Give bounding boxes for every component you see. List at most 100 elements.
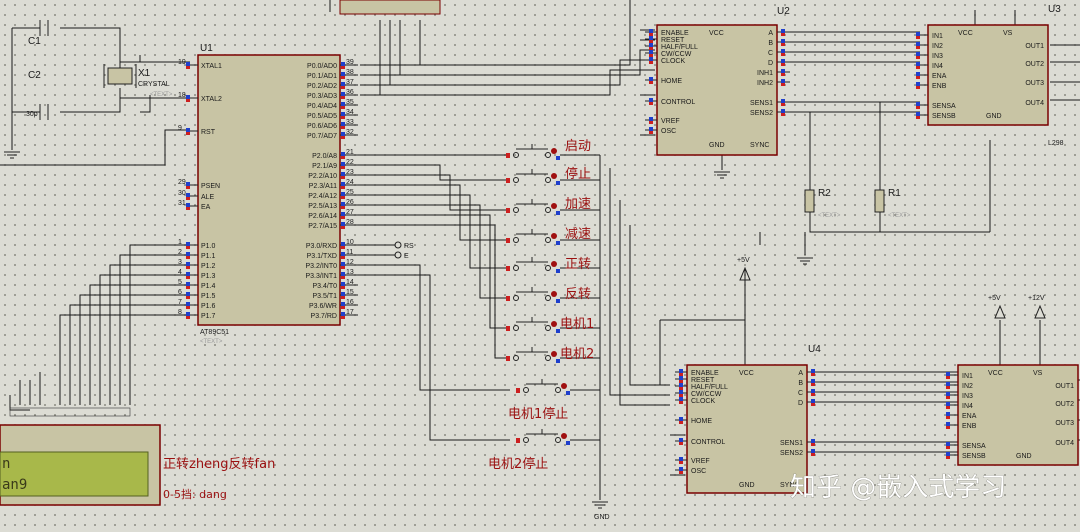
- bridge-pin-label: SENSA: [962, 443, 986, 450]
- mcu-pin-number: 4: [178, 269, 182, 276]
- bridge-pin-label: GND: [1016, 453, 1032, 460]
- bridge-pin-label: IN4: [962, 403, 973, 410]
- mcu-pin-label: P1.6: [201, 303, 216, 310]
- bridge-pin-label: VCC: [988, 370, 1003, 377]
- mcu-model: AT89C51: [200, 329, 229, 336]
- bridge-pin-label: IN3: [932, 53, 943, 60]
- push-button[interactable]: 电机2停止: [488, 429, 570, 472]
- push-button[interactable]: 反转: [506, 287, 591, 303]
- driver-pin-label: A: [768, 30, 773, 37]
- push-button[interactable]: 正转: [506, 257, 591, 273]
- capacitor-c2-ref: C2: [28, 70, 41, 81]
- driver-pin-label: SENS1: [750, 100, 773, 107]
- svg-text:<TEXT>: <TEXT>: [888, 213, 911, 219]
- push-button[interactable]: 加速: [506, 197, 591, 215]
- bridge-pin-label: SENSA: [932, 103, 956, 110]
- mcu-pin-label: P1.7: [201, 313, 216, 320]
- mcu-pin-label: P3.2/INT0: [305, 263, 337, 270]
- driver-pin-label: CONTROL: [661, 99, 695, 106]
- mcu-pin-label: P1.4: [201, 283, 216, 290]
- gnd-net-label: GND: [594, 514, 610, 521]
- crystal-ref: X1: [138, 68, 151, 79]
- capacitor-c2-value: 30p: [26, 111, 38, 118]
- mcu-pin-label: EA: [201, 204, 211, 211]
- mcu-pin-label: RST: [201, 129, 216, 136]
- push-button[interactable]: 减速: [506, 227, 591, 245]
- svg-text:E: E: [404, 253, 409, 260]
- capacitor-c2[interactable]: C2 30p: [26, 70, 49, 120]
- driver-u2[interactable]: U2 ENABLERESETHALF/FULLCW/CCWCLOCKHOMECO…: [645, 6, 790, 156]
- mcu-pin-label: XTAL2: [201, 96, 222, 103]
- mcu-pin-label: P2.6/A14: [308, 213, 337, 220]
- mcu-pin-number: 32: [346, 129, 354, 136]
- mcu-pin-number: 7: [178, 299, 182, 306]
- driver-pin-label: HALF/FULL: [661, 44, 698, 51]
- lcd-line-2: an9: [2, 477, 27, 493]
- ground-symbol: [713, 171, 731, 179]
- mcu-pin-label: P3.5/T1: [312, 293, 337, 300]
- driver-pin-label: D: [768, 60, 773, 67]
- mcu-pin-number: 12: [346, 259, 354, 266]
- mcu-pin-number: 33: [346, 119, 354, 126]
- bridge-pin-label: SENSB: [932, 113, 956, 120]
- mcu-pin-label: P0.1/AD1: [307, 73, 337, 80]
- driver-pin-label: CONTROL: [691, 439, 725, 446]
- resistor-r1-ref: R1: [888, 188, 901, 199]
- note-direction: 正转zheng反转fan: [163, 457, 275, 472]
- bridge-pin-label: OUT4: [1025, 100, 1044, 107]
- driver-pin-label: CW/CCW: [691, 391, 722, 398]
- mcu-pin-number: 17: [346, 309, 354, 316]
- driver-pin-label: VREF: [661, 118, 680, 125]
- watermark: 知乎 @嵌入式学习: [790, 473, 1006, 503]
- net-label-e: E: [394, 251, 409, 260]
- resistor-r2[interactable]: R2 <TEXT>: [804, 188, 841, 219]
- mcu-pin-number: 36: [346, 89, 354, 96]
- push-button[interactable]: 电机1停止: [508, 379, 570, 422]
- bridge-pin-label: ENA: [962, 413, 977, 420]
- push-button[interactable]: 停止: [506, 166, 591, 185]
- svg-text:+5V: +5V: [988, 295, 1001, 302]
- mcu-pin-label: P3.6/WR: [309, 303, 337, 310]
- bridge-pin-label: OUT3: [1055, 420, 1074, 427]
- resistor-r1[interactable]: R1 <TEXT>: [874, 188, 911, 219]
- lcd-pin-strip: [9, 407, 131, 417]
- push-button-label: 正转: [565, 257, 591, 272]
- driver-pin-label: ENABLE: [661, 30, 689, 37]
- driver-pin-label: INH2: [757, 80, 773, 87]
- mcu-pin-number: 31: [178, 200, 186, 207]
- driver-pin-label: SENS2: [750, 110, 773, 117]
- lcd-display[interactable]: n an9: [0, 407, 161, 506]
- push-button[interactable]: 电机1: [506, 317, 594, 333]
- bridge-pin-label: ENB: [962, 423, 977, 430]
- driver-pin-label: HALF/FULL: [691, 384, 728, 391]
- push-button[interactable]: 启动: [506, 139, 591, 160]
- bridge-pin-label: OUT4: [1055, 440, 1074, 447]
- mcu-pin-number: 21: [346, 149, 354, 156]
- bridge-pin-label: OUT2: [1025, 61, 1044, 68]
- push-button-label: 加速: [565, 197, 591, 212]
- mcu-pin-label: P1.2: [201, 263, 216, 270]
- mcu-pin-number: 25: [346, 189, 354, 196]
- bridge-pin-label: VCC: [958, 30, 973, 37]
- mcu-pin-number: 10: [346, 239, 354, 246]
- mcu-pin-number: 30: [178, 190, 186, 197]
- power-arrow-5v-u5: +5V: [988, 295, 1006, 319]
- driver-u4[interactable]: U4 ENABLERESETHALF/FULLCW/CCWCLOCKHOMECO…: [675, 344, 821, 494]
- mcu-u1[interactable]: U1 AT89C51 <TEXT> XTAL119XTAL218RST9PSEN…: [178, 43, 358, 345]
- mcu-pin-label: P2.4/A12: [308, 193, 337, 200]
- mcu-pin-number: 5: [178, 279, 182, 286]
- push-button[interactable]: 电机2: [506, 347, 594, 363]
- crystal-x1[interactable]: X1 CRYSTAL <TEXT>: [103, 64, 173, 98]
- mcu-pin-label: P2.0/A8: [312, 153, 337, 160]
- bridge-pin-label: IN1: [932, 33, 943, 40]
- mcu-pin-label: P0.3/AD3: [307, 93, 337, 100]
- bridge-pin-label: IN2: [932, 43, 943, 50]
- driver-pin-label: B: [768, 40, 773, 47]
- mcu-pin-number: 23: [346, 169, 354, 176]
- driver-pin-label: SYNC: [780, 482, 799, 489]
- mcu-left-pins: XTAL119XTAL218RST9PSEN29ALE30EA31P1.01P1…: [178, 59, 222, 320]
- mcu-pin-label: P0.7/AD7: [307, 133, 337, 140]
- capacitor-c1[interactable]: C1: [28, 20, 49, 47]
